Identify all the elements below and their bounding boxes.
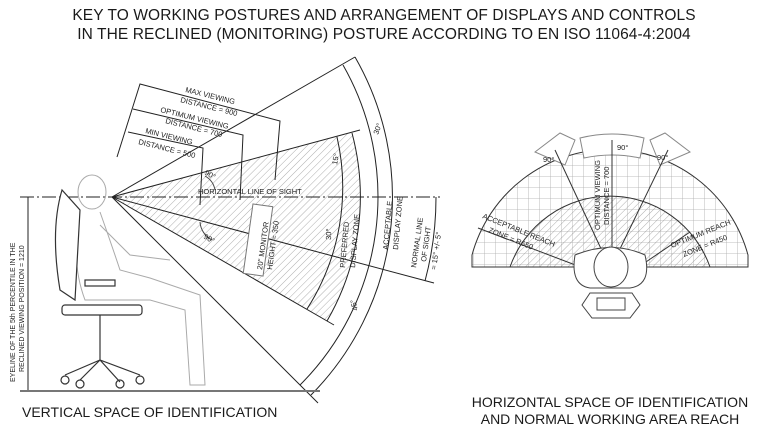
arc-preferred-outer	[326, 132, 361, 322]
label-eyeline-1: EYELINE OF THE 5th PERCENTILE IN THE	[10, 242, 17, 382]
ray-15-up	[111, 129, 361, 198]
monitor-right	[649, 132, 691, 166]
optimum-radius	[639, 231, 691, 267]
horizontal-caption: HORIZONTAL SPACE OF IDENTIFICATION AND N…	[452, 394, 768, 428]
angle-90-bottom-arc	[199, 221, 213, 241]
label-h-angle-right: 90°	[657, 153, 668, 162]
horizontal-caption-line-1: HORIZONTAL SPACE OF IDENTIFICATION	[471, 394, 749, 410]
arc-normal-line	[424, 196, 437, 282]
arc-acceptable-inner	[299, 64, 379, 386]
label-h-opt-viewing-1: OPTIMUM VIEWING	[593, 160, 602, 230]
arc-acceptable-outer	[310, 56, 393, 396]
title-line-2: IN THE RECLINED (MONITORING) POSTURE ACC…	[77, 26, 691, 43]
min-distance-dim	[127, 131, 204, 206]
label-preferred-1: PREFERRED	[338, 221, 351, 268]
person-top-view	[573, 246, 648, 319]
ray-right	[617, 149, 669, 254]
label-angle-15: 15°	[330, 153, 341, 166]
opt-distance-dim	[132, 108, 244, 201]
ray-30-down	[111, 196, 335, 326]
horizontal-space-diagram	[471, 132, 749, 319]
optimum-reach-zone	[509, 195, 711, 268]
vertical-caption: VERTICAL SPACE OF IDENTIFICATION	[22, 404, 278, 420]
angle-90-top-arc	[204, 175, 216, 191]
ray-left	[554, 149, 604, 254]
label-angle-45: 45°	[348, 299, 360, 312]
horizontal-caption-line-2: AND NORMAL WORKING AREA REACH	[480, 411, 740, 427]
label-h-angle-center: 90°	[617, 143, 628, 152]
ray-45-down	[111, 196, 319, 404]
monitor-left	[534, 132, 576, 166]
normal-line-of-sight	[111, 196, 435, 284]
diagram-title: KEY TO WORKING POSTURES AND ARRANGEMENT …	[0, 6, 768, 44]
acceptable-radius	[477, 227, 579, 267]
label-h-opt-viewing-2: DISTANCE = 700	[602, 167, 611, 225]
vertical-space-diagram	[20, 56, 440, 404]
arc-preferred-inner	[306, 136, 344, 310]
label-angle-30-down: 30°	[324, 228, 333, 240]
label-angle-30-up: 30°	[371, 122, 383, 136]
label-h-angle-left: 90°	[543, 155, 554, 164]
preferred-display-zone	[112, 132, 360, 321]
monitor-outline	[242, 203, 274, 277]
label-horizontal-line-of-sight: HORIZONTAL LINE OF SIGHT	[198, 187, 302, 196]
max-distance-dim	[116, 83, 281, 181]
ray-30-up	[111, 56, 356, 198]
label-acceptable-1: ACCEPTABLE	[381, 201, 394, 251]
label-eyeline-2: RECLINED VIEWING POSITION = 1210	[19, 245, 26, 372]
office-chair	[54, 188, 145, 389]
title-line-1: KEY TO WORKING POSTURES AND ARRANGEMENT …	[72, 7, 696, 24]
